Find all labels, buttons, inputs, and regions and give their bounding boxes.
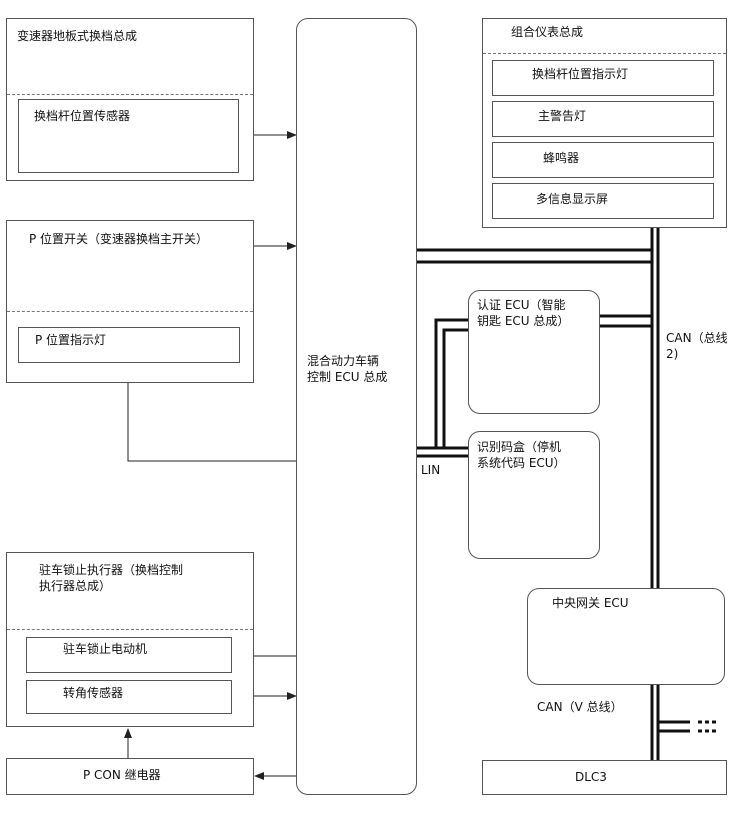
meter-item-label: 换档杆位置指示灯 (532, 67, 629, 81)
p-switch-title: P 位置开关（变速器换档主开关） (29, 232, 209, 246)
can-v-bus (650, 685, 660, 760)
meter-item-label: 主警告灯 (538, 109, 587, 123)
parking-motor-box: 驻车锁止电动机 (26, 637, 232, 673)
pcon-relay-box: P CON 继电器 (6, 758, 254, 795)
lin-bus (417, 318, 468, 458)
shift-position-sensor-box: 换档杆位置传感器 (18, 99, 239, 173)
arrow-ecu-to-pindicator (124, 366, 296, 462)
meter-item-master-warning: 主警告灯 (492, 101, 714, 137)
angle-sensor-label: 转角传感器 (63, 686, 124, 700)
dlc3-label: DLC3 (575, 770, 607, 784)
shift-assembly-title: 变速器地板式换档总成 (17, 29, 138, 43)
gateway-ecu-box: 中央网关 ECU (527, 588, 725, 685)
p-indicator-box: P 位置指示灯 (18, 327, 240, 363)
can-bus-2 (650, 228, 660, 588)
combination-meter-divider (483, 53, 726, 54)
auth-ecu-box: 认证 ECU（智能 钥匙 ECU 总成） (468, 290, 600, 414)
lin-label: LIN (421, 463, 441, 477)
hybrid-ecu-box: 混合动力车辆 控制 ECU 总成 (296, 18, 417, 795)
parking-actuator-title: 驻车锁止执行器（换档控制 执行器总成） (39, 563, 184, 593)
pcon-relay-label: P CON 继电器 (83, 768, 161, 782)
meter-item-label: 多信息显示屏 (536, 192, 609, 206)
p-switch-divider (7, 311, 253, 312)
dlc3-box: DLC3 (482, 760, 727, 795)
meter-item-shift-indicator: 换档杆位置指示灯 (492, 60, 714, 96)
can2-label: CAN（总线 2) (666, 331, 728, 361)
can-v-label: CAN（V 总线） (537, 700, 623, 714)
immobiliser-label: 识别码盒（停机 系统代码 ECU） (477, 440, 566, 470)
gateway-ecu-label: 中央网关 ECU (552, 596, 629, 610)
combination-meter-title: 组合仪表总成 (511, 25, 584, 39)
meter-item-multi-display: 多信息显示屏 (492, 183, 714, 219)
auth-ecu-label: 认证 ECU（智能 钥匙 ECU 总成） (477, 298, 570, 328)
can2-to-auth-ecu (600, 314, 652, 328)
angle-sensor-box: 转角传感器 (26, 680, 232, 714)
shift-position-sensor-label: 换档杆位置传感器 (34, 109, 131, 123)
meter-item-label: 蜂鸣器 (543, 151, 580, 165)
immobiliser-box: 识别码盒（停机 系统代码 ECU） (468, 431, 600, 559)
can2-to-hybrid-ecu (417, 248, 652, 264)
p-indicator-label: P 位置指示灯 (35, 333, 107, 347)
parking-actuator-divider (7, 629, 253, 630)
meter-item-buzzer: 蜂鸣器 (492, 142, 714, 178)
can-v-branch (658, 720, 718, 733)
shift-assembly-divider (7, 94, 253, 95)
hybrid-ecu-label: 混合动力车辆 控制 ECU 总成 (307, 354, 388, 384)
parking-motor-label: 驻车锁止电动机 (63, 642, 148, 656)
